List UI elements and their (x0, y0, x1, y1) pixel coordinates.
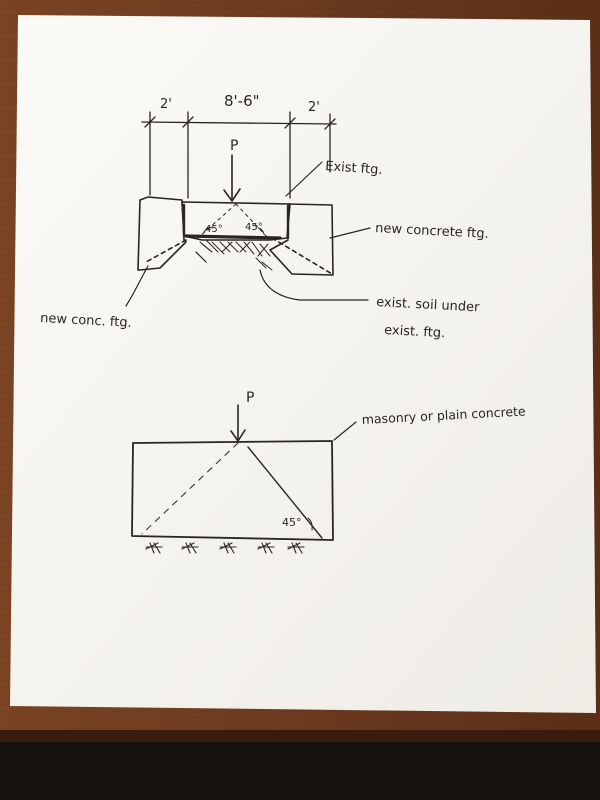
soil-hatch-bottom (145, 542, 305, 554)
load-spread-right (247, 446, 323, 539)
paper-sheet (10, 15, 596, 713)
angle-label-bottom: 45° (282, 516, 302, 529)
angle-label-right: 45° (245, 222, 263, 233)
leader-soil (259, 269, 369, 301)
leader-new-concrete-footing (329, 227, 371, 239)
callout-soil-line2: exist. ftg. (384, 323, 446, 341)
soil-hatch-top (195, 239, 273, 271)
dimension-middle-label: 8'-6" (224, 92, 260, 110)
dimension-left-label: 2' (160, 97, 172, 112)
load-spread-left (141, 442, 239, 535)
dimension-lines (141, 111, 337, 199)
leader-existing-footing (285, 161, 323, 197)
angle-arc-right (257, 227, 265, 235)
angle-label-left: 45° (205, 224, 223, 235)
callout-new-conc-footing: new conc. ftg. (40, 311, 132, 331)
leader-new-conc-footing (125, 265, 149, 307)
masonry-block (131, 440, 334, 541)
callout-new-concrete-footing: new concrete ftg. (375, 221, 489, 242)
angle-arc-left (203, 227, 213, 233)
new-footing-left (137, 196, 187, 271)
floor (0, 738, 600, 800)
new-footing-right (269, 203, 334, 276)
angle-arc-bottom (307, 517, 313, 531)
callout-existing-footing: Exist ftg. (325, 159, 383, 178)
load-arrow-top (223, 154, 241, 202)
load-arrow-bottom (230, 404, 246, 442)
callout-soil-line1: exist. soil under (376, 295, 481, 315)
dimension-right-label: 2' (308, 100, 320, 115)
leader-material (333, 421, 357, 441)
load-label-top: P (230, 138, 238, 154)
load-label-bottom: P (246, 390, 254, 406)
